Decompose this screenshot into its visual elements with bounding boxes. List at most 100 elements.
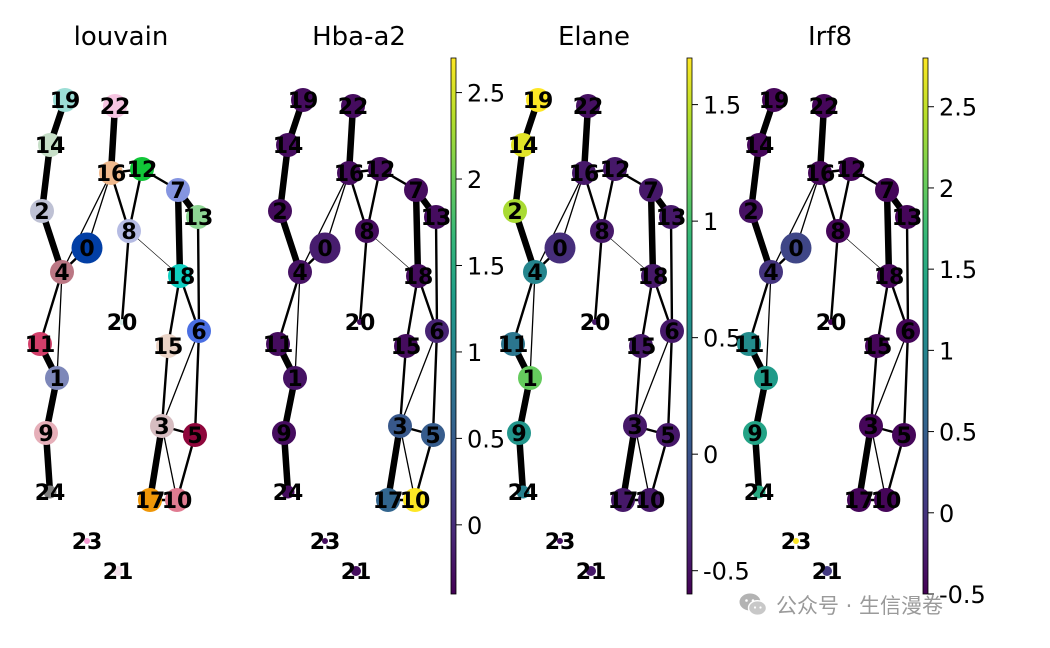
node-18 [406, 264, 430, 288]
node-label-23: 23 [72, 530, 103, 555]
colorbar-tick-label: 1 [703, 208, 718, 236]
node-label-20: 20 [345, 311, 376, 336]
panel-0: louvain012345678910111213141516171819202… [25, 22, 214, 585]
node-label-14: 14 [508, 134, 539, 159]
node-4 [759, 260, 783, 284]
node-2 [30, 199, 54, 223]
edge-3-17 [619, 422, 639, 504]
node-label-9: 9 [38, 422, 53, 447]
colorbar: 00.511.522.5 [450, 57, 505, 595]
node-24 [752, 485, 766, 499]
edge-16-4 [534, 172, 585, 273]
node-label-6: 6 [429, 320, 444, 345]
node-0 [71, 232, 103, 264]
node-3 [150, 414, 174, 438]
colorbar-tick-label: 1.5 [939, 256, 977, 284]
panel-title: Elane [558, 22, 630, 52]
node-23 [793, 538, 799, 544]
colorbar-tick-label: 1 [467, 339, 482, 367]
panel-1: Hba-a20123456789101112131415161718192021… [263, 22, 505, 595]
edge-3-10 [870, 425, 887, 501]
node-label-0: 0 [788, 237, 803, 262]
node-24 [516, 485, 530, 499]
node-5 [656, 423, 680, 447]
node-label-22: 22 [573, 95, 604, 120]
node-label-20: 20 [107, 311, 138, 336]
edge-15-3 [160, 344, 170, 428]
node-label-3: 3 [627, 415, 642, 440]
node-20 [592, 319, 598, 325]
node-label-4: 4 [54, 261, 69, 286]
node-label-11: 11 [734, 333, 765, 358]
node-7 [404, 178, 428, 202]
colorbar-gradient [686, 57, 693, 595]
node-19 [526, 88, 550, 112]
edge-6-5 [666, 329, 674, 437]
node-label-1: 1 [287, 367, 302, 392]
node-label-9: 9 [747, 422, 762, 447]
node-label-13: 13 [892, 206, 923, 231]
edge-3-17 [855, 422, 875, 504]
node-label-1: 1 [758, 367, 773, 392]
node-label-11: 11 [498, 333, 529, 358]
node-24 [43, 485, 57, 499]
node-label-7: 7 [170, 179, 185, 204]
node-1 [283, 366, 307, 390]
node-label-17: 17 [373, 489, 404, 514]
node-label-12: 12 [127, 158, 158, 183]
node-label-8: 8 [830, 220, 845, 245]
node-label-10: 10 [635, 489, 666, 514]
node-5 [183, 423, 207, 447]
node-label-15: 15 [862, 335, 893, 360]
edge-7-18 [412, 186, 422, 280]
node-11 [266, 332, 290, 356]
edge-4-11 [276, 270, 302, 346]
node-19 [291, 88, 315, 112]
panel-3: Irf8012345678910111213141516171819202122… [734, 22, 986, 609]
node-10 [638, 488, 662, 512]
node-label-9: 9 [276, 422, 291, 447]
node-label-8: 8 [359, 220, 374, 245]
edge-3-10 [399, 425, 416, 501]
node-16 [808, 161, 832, 185]
node-label-22: 22 [338, 95, 369, 120]
node-label-17: 17 [135, 489, 166, 514]
node-label-10: 10 [871, 489, 902, 514]
edge-3-17 [146, 422, 166, 504]
node-18 [168, 264, 192, 288]
watermark-text: 公众号 · 生信漫卷 [776, 594, 944, 618]
edge-3-10 [634, 425, 651, 501]
node-9 [34, 421, 58, 445]
node-4 [50, 260, 74, 284]
colorbar-gradient [922, 57, 929, 595]
node-3 [859, 414, 883, 438]
node-label-16: 16 [569, 162, 600, 187]
node-19 [53, 88, 77, 112]
node-21 [351, 566, 361, 576]
watermark: 公众号 · 生信漫卷 [738, 588, 943, 622]
node-label-0: 0 [317, 237, 332, 262]
colorbar-tick-label: 0.5 [703, 325, 741, 353]
node-6 [425, 319, 449, 343]
node-label-6: 6 [191, 320, 206, 345]
node-21 [113, 566, 123, 576]
node-label-4: 4 [763, 261, 778, 286]
node-9 [743, 421, 767, 445]
node-7 [639, 178, 663, 202]
edge-16-4 [299, 172, 350, 273]
node-15 [156, 334, 180, 358]
edge-3-10 [161, 425, 178, 501]
edge-8-20 [829, 229, 840, 324]
node-label-18: 18 [638, 265, 669, 290]
node-label-14: 14 [744, 134, 775, 159]
node-label-8: 8 [594, 220, 609, 245]
node-5 [421, 423, 445, 447]
node-label-14: 14 [35, 134, 66, 159]
node-label-2: 2 [272, 200, 287, 225]
node-9 [507, 421, 531, 445]
panel-title: Irf8 [808, 22, 852, 52]
node-label-19: 19 [50, 89, 81, 114]
node-label-2: 2 [743, 200, 758, 225]
node-13 [659, 205, 683, 229]
